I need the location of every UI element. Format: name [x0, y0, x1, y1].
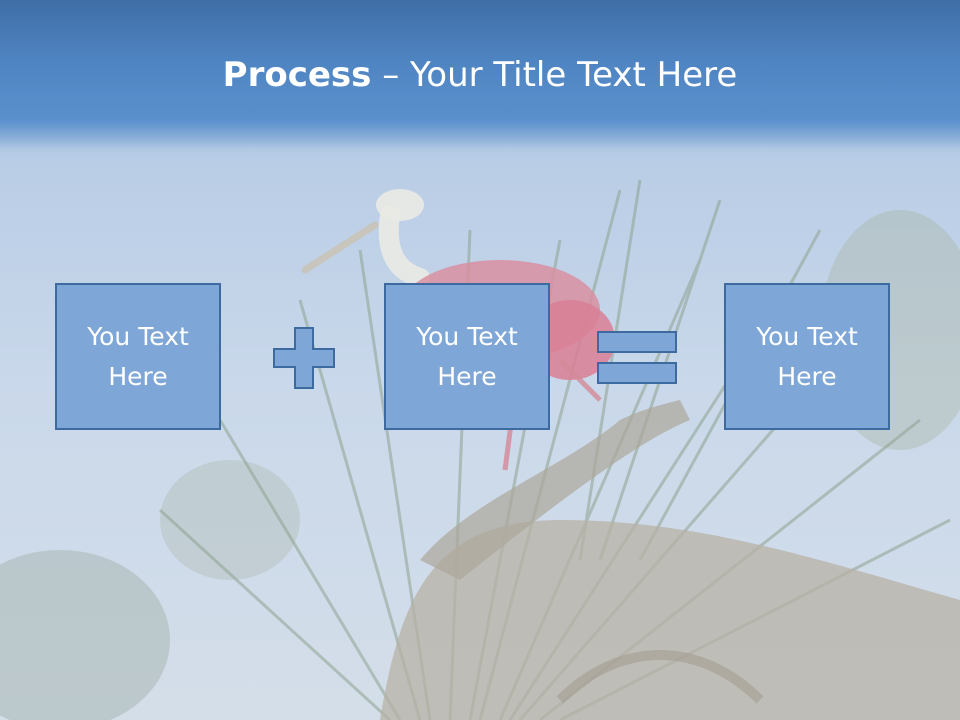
text-box-1-label: You Text Here [87, 321, 189, 391]
title-dash: – [371, 55, 411, 95]
equals-icon [597, 331, 677, 385]
text-box-2[interactable]: You Text Here [384, 283, 550, 430]
title-bar [0, 0, 960, 150]
slide-title: Process – Your Title Text Here [0, 50, 960, 100]
text-box-3-label: You Text Here [756, 321, 858, 391]
title-rest: Your Title Text Here [410, 55, 738, 95]
title-bold: Process [222, 55, 372, 95]
plus-icon [273, 327, 335, 389]
text-box-1[interactable]: You Text Here [55, 283, 221, 430]
text-box-3[interactable]: You Text Here [724, 283, 890, 430]
text-box-2-label: You Text Here [416, 321, 518, 391]
